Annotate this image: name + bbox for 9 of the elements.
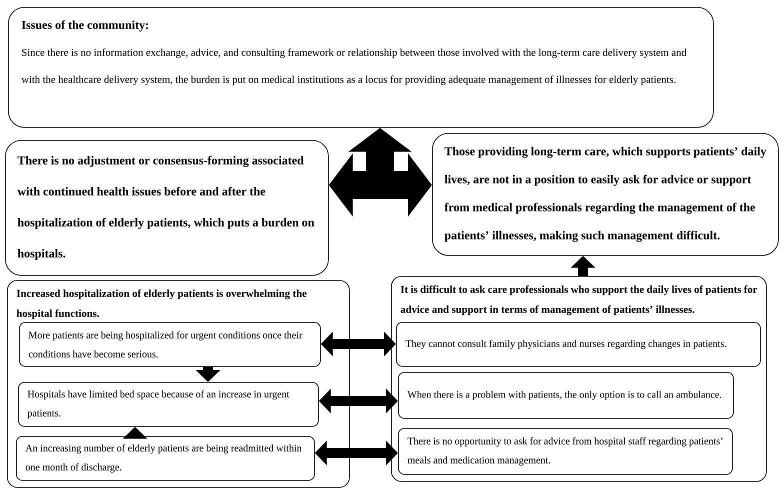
statement-box: Those providing long-term care, which supports patients’ daily lives, are not in a position to easily ask for advice or support from medical professionals regarding the management of the patients’ illnesses, making such management difficult. <box>432 133 779 256</box>
statement-box: They cannot consult family physicians and nurses regarding changes in patients. <box>396 322 761 367</box>
statement-box: There is no opportunity to ask for advice from hospital staff regarding patients’ meals and medication management. <box>398 428 733 475</box>
statement-box: More patients are being hospitalized for urgent conditions once their conditions have become serious. <box>19 322 321 367</box>
statement-box: There is no adjustment or consensus-forming associated with continued health issues before and after the hospitalization of elderly patients, which puts a burden on hospitals. <box>5 140 329 276</box>
issue-box: Issues of the community: Since there is no information exchange, advice, and consulting framework or relationship between those involved with the long-term care delivery system and with the healthcare delivery system, the burden is put on medical institutions as a locus for providing adequate management of illnesses for elderly patients. <box>8 7 714 128</box>
statement-box: When there is a problem with patients, the only option is to call an ambulance. <box>398 372 734 419</box>
statement-box: Hospitals have limited bed space because of an increase in urgent patients. <box>18 382 319 427</box>
statement-box: An increasing number of elderly patients are being readmitted within one month of discharge. <box>16 436 315 481</box>
